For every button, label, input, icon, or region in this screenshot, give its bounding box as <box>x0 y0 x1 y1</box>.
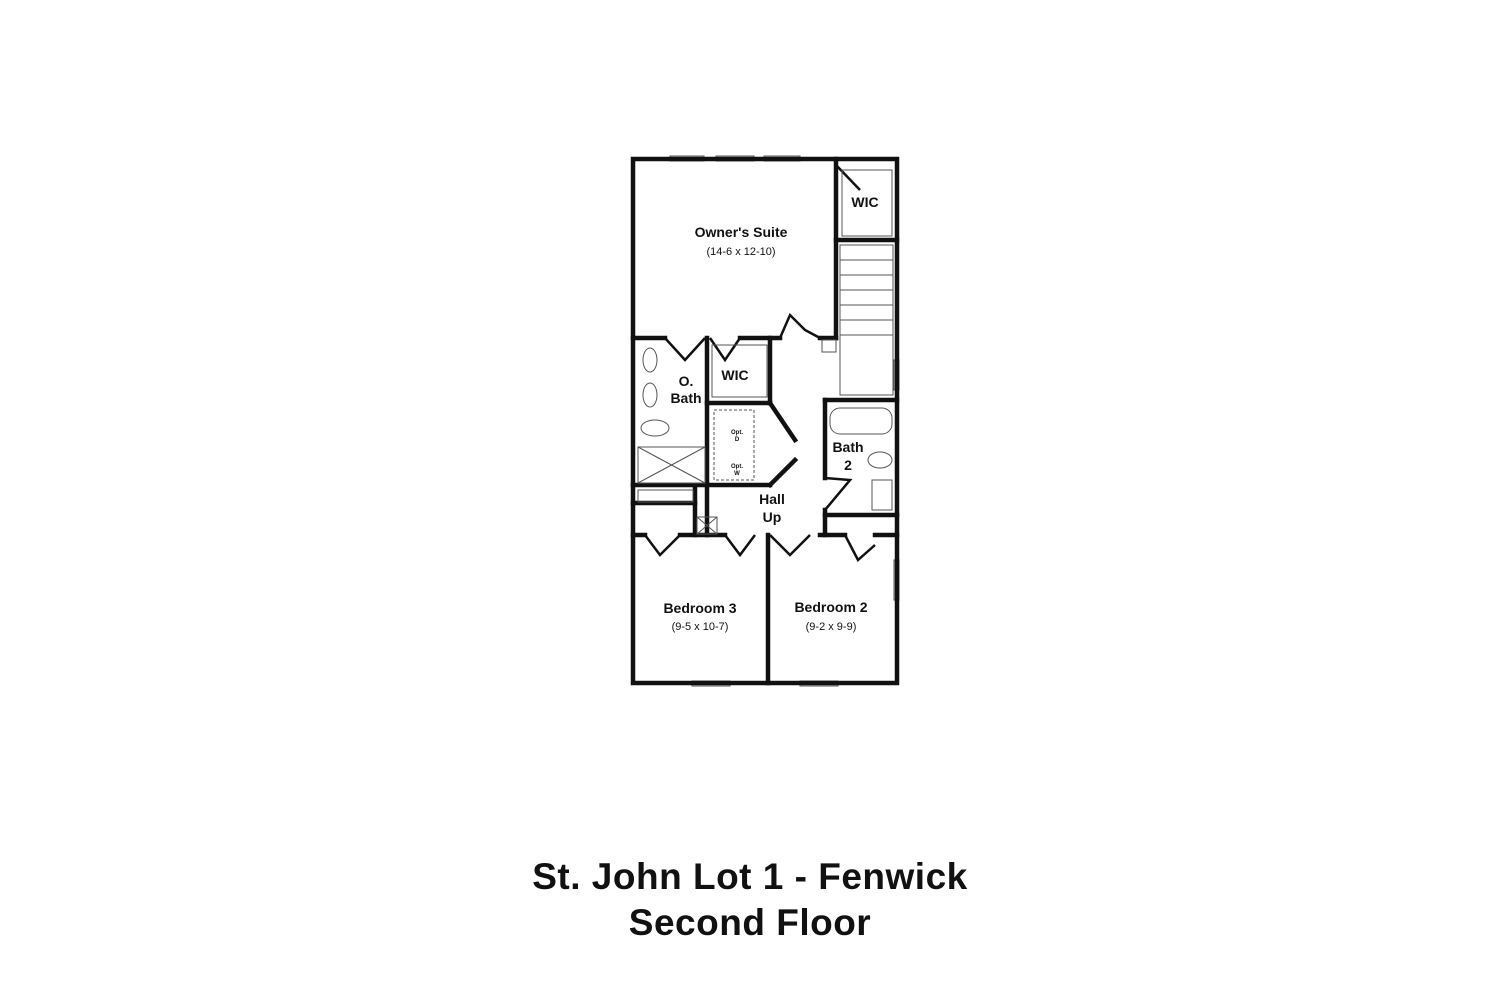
room-label-up: Up <box>763 509 782 525</box>
fixtures <box>637 169 893 535</box>
label-opt-d-1: Opt. <box>731 430 743 436</box>
room-label-o-bath-2: Bath <box>670 390 701 406</box>
room-label-wic-mid: WIC <box>721 367 748 383</box>
room-dims-owners-suite: (14-6 x 12-10) <box>706 246 775 258</box>
room-label-o-bath-1: O. <box>679 373 694 389</box>
stairs <box>821 244 894 396</box>
room-label-owners-suite: Owner's Suite <box>695 224 788 240</box>
plan-title: St. John Lot 1 - Fenwick <box>532 856 968 897</box>
plan-subtitle: Second Floor <box>628 902 872 943</box>
room-label-bedroom3: Bedroom 3 <box>663 600 736 616</box>
label-opt-w-1: Opt. <box>731 464 743 470</box>
room-label-bath2-2: 2 <box>844 457 852 473</box>
door-swings <box>644 164 876 562</box>
room-label-hall: Hall <box>759 491 785 507</box>
room-dims-bedroom3: (9-5 x 10-7) <box>672 621 729 633</box>
label-opt-d-2: D <box>735 437 740 443</box>
room-label-wic-top: WIC <box>851 194 878 210</box>
exterior-wall <box>630 156 900 686</box>
label-opt-w-2: W <box>734 471 740 477</box>
room-dims-bedroom2: (9-2 x 9-9) <box>806 621 857 633</box>
room-label-bedroom2: Bedroom 2 <box>794 599 867 615</box>
interior-walls <box>630 156 900 686</box>
room-label-bath2-1: Bath <box>832 439 863 455</box>
